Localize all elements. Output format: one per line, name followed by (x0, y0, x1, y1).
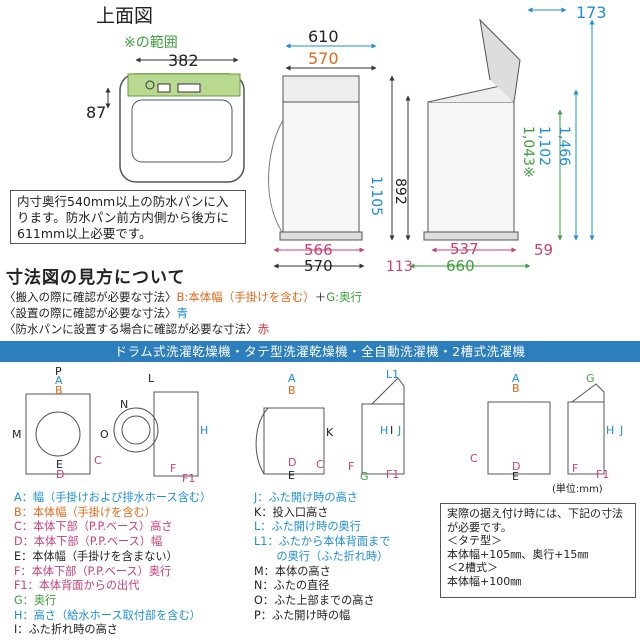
d1-C: C (94, 454, 102, 467)
d7-J: J (619, 424, 623, 437)
guide1-b: B:本体幅（手掛けを含む） (176, 290, 315, 304)
d5-F1: F1 (386, 468, 399, 481)
d4-C: C (316, 458, 324, 471)
side-view: 173 1,043※ 1,102 1,466 537 660 113 59 (386, 3, 607, 275)
guide1-prefix: 〈搬入の際に確認が必要な寸法〉 (4, 290, 177, 304)
front-height-body: 892 (392, 178, 408, 205)
legend-C: C：本体下部（P.P.ベース）高さ (14, 520, 173, 534)
top-depth-dim: 87 (86, 103, 106, 122)
d3-H: H (200, 424, 208, 437)
guide2-color: 青 (176, 306, 189, 320)
side-lid-depth: 173 (576, 3, 607, 22)
legend-F1: F1：本体背面からの出代 (14, 579, 140, 593)
side-h-open: 1,466 (556, 126, 572, 166)
d1-D: D (56, 468, 64, 481)
d6-C: C (470, 452, 478, 465)
legend-left: A：幅（手掛けおよび排水ホース含む） B：本体幅（手掛けを含む） C：本体下部（… (14, 491, 211, 638)
legend-P: P：ふた開け時の幅 (254, 608, 351, 622)
d5-H: H (380, 424, 388, 437)
d5-F: F (348, 460, 354, 473)
legend-L: L：ふた開け時の奥行 (254, 520, 361, 534)
pan-note: 内寸奥行540mm以上の防水パンに入ります。防水パン前方内側から後方に611mm… (10, 190, 246, 244)
d3-F: F (170, 462, 176, 475)
d7-G: G (586, 372, 595, 385)
d4-B: B (288, 384, 296, 397)
guide-line-3: 〈防水パンに設置する場合に確認が必要な寸法〉赤 (4, 321, 269, 337)
legend-L1b: の奥行（ふた折れ時） (254, 549, 389, 563)
d6-B: B (512, 382, 520, 395)
legend-K: K：投入口高さ (254, 505, 329, 519)
side-h-range: 1,043※ (520, 126, 536, 178)
d4-A: A (288, 372, 296, 385)
range-label: ※の範囲 (124, 34, 178, 51)
schematic-diagrams: P A B M E D C N O L H F F1 A B K C D E L… (12, 365, 623, 485)
guide-line-2: 〈設置の際に確認が必要な寸法〉青 (4, 305, 188, 321)
d1-A: A (55, 374, 63, 387)
installation-note: 実際の据え付け時には、下記の寸法が必要です。 ＜タテ型＞ 本体幅+105㎜、奥行… (440, 503, 636, 598)
dimension-drawings: 上面図 ※の範囲 382 87 610 570 1,105 892 566 57… (86, 3, 607, 275)
front-top-body: 570 (308, 49, 339, 68)
legend-G: G：奥行 (14, 593, 57, 607)
d5-L1: L1 (386, 368, 399, 381)
d7-H: H (606, 424, 614, 437)
d5-G: G (360, 470, 369, 483)
side-total-depth: 660 (446, 257, 475, 275)
side-h-body: 1,102 (536, 126, 552, 166)
guide1-plus: ＋ (314, 290, 327, 304)
d4-D: D (288, 456, 296, 469)
legend-I: I：ふた折れ時の高さ (14, 623, 118, 637)
d6-E: E (512, 470, 519, 483)
guide3-prefix: 〈防水パンに設置する場合に確認が必要な寸法〉 (4, 322, 258, 336)
legend-E: E：本体幅（手掛けを含まない） (14, 549, 178, 563)
legend-N: N：ふたの直径 (254, 579, 330, 593)
legend-M: M：本体の高さ (254, 564, 331, 578)
side-base: 537 (450, 240, 479, 258)
guide1-g: G:奥行 (326, 290, 363, 304)
front-top-total: 610 (308, 27, 339, 46)
d1-M: M (12, 428, 22, 441)
d1-P: P (55, 365, 62, 378)
d2-N: N (120, 398, 128, 411)
front-bottom-base: 566 (304, 241, 333, 259)
legend-O: O：ふた上部までの高さ (254, 593, 375, 607)
legend-J: J：ふた開け時の高さ (254, 491, 358, 504)
side-back: 59 (534, 241, 553, 259)
d7-F1: F1 (596, 468, 609, 481)
d1-B: B (55, 384, 63, 397)
legend-H: H：高さ（給水ホース取付部を含む） (14, 608, 201, 622)
category-banner: ドラム式洗濯乾燥機・タテ型洗濯乾燥機・全自動洗濯機・2槽式洗濯機 (0, 341, 640, 362)
legend-A: A：幅（手掛けおよび排水ホース含む） (14, 491, 212, 504)
unit-label: (単位:mm) (552, 484, 603, 495)
d1-E: E (56, 458, 63, 471)
d4-E: E (288, 469, 295, 482)
top-view: 上面図 ※の範囲 382 87 (86, 5, 245, 183)
d7-F: F (572, 462, 578, 475)
how-to-title: 寸法図の見方について (6, 268, 186, 288)
legend-L1: L1：ふたから本体背面まで (254, 535, 391, 549)
d5-J: J (397, 424, 401, 437)
d3-F1: F1 (182, 472, 195, 485)
side-front: 113 (386, 259, 413, 275)
d6-A: A (512, 372, 520, 385)
guide3-color: 赤 (257, 322, 270, 336)
d5-I: I (390, 424, 393, 437)
front-view: 610 570 1,105 892 566 570 (268, 27, 411, 275)
guide-line-1: 〈搬入の際に確認が必要な寸法〉B:本体幅（手掛けを含む）＋G:奥行 (4, 289, 362, 305)
top-width-dim: 382 (168, 51, 199, 70)
d4-K: K (326, 426, 334, 439)
top-view-title: 上面図 (96, 5, 153, 27)
legend-right: J：ふた開け時の高さ K：投入口高さ L：ふた開け時の奥行 L1：ふたから本体背… (254, 491, 390, 623)
d2-O: O (100, 428, 109, 441)
d3-L: L (148, 372, 155, 385)
front-height-total: 1,105 (368, 176, 384, 216)
front-bottom-body: 570 (304, 257, 333, 275)
guide2-prefix: 〈設置の際に確認が必要な寸法〉 (4, 306, 177, 320)
legend-F: F：本体下部（P.P.ベース）奥行 (14, 564, 172, 578)
legend-B: B：本体幅（手掛けを含む） (14, 505, 156, 519)
legend-D: D：本体下部（P.P.ベース）幅 (14, 535, 163, 549)
d6-D: D (512, 460, 520, 473)
